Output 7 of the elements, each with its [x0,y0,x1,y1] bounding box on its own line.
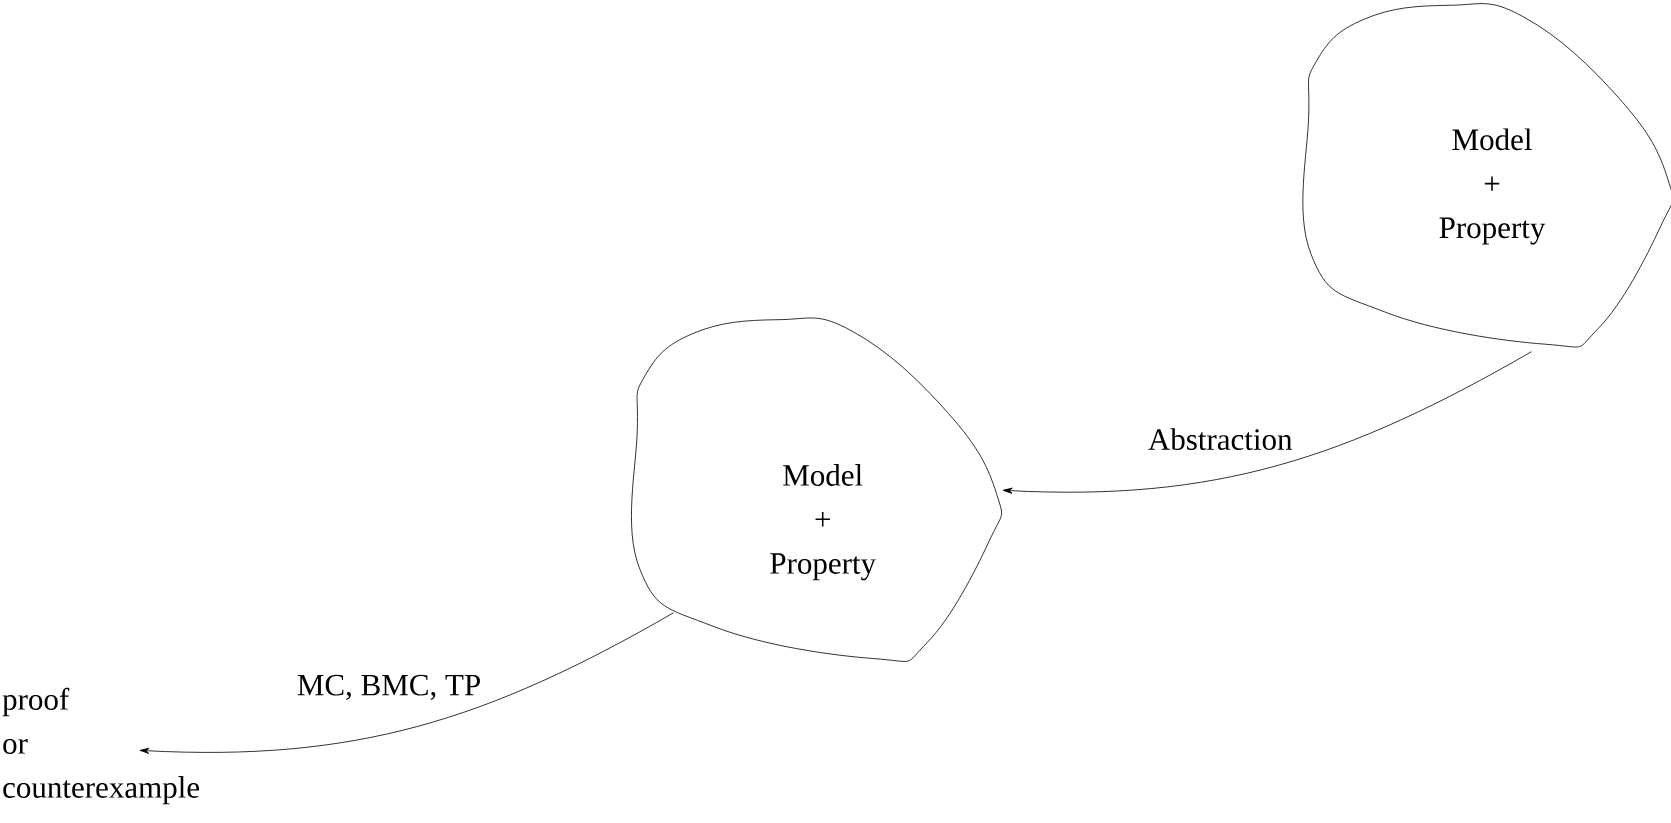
blob: Model + Property [1302,3,1671,348]
edge-label: Abstraction [1148,428,1293,450]
arrow [139,612,674,754]
result-text: proof or counterexample [2,687,199,805]
blob: Model + Property [631,317,1002,662]
arrow [1002,351,1532,494]
edge-label: MC, BMC, TP [297,674,480,701]
